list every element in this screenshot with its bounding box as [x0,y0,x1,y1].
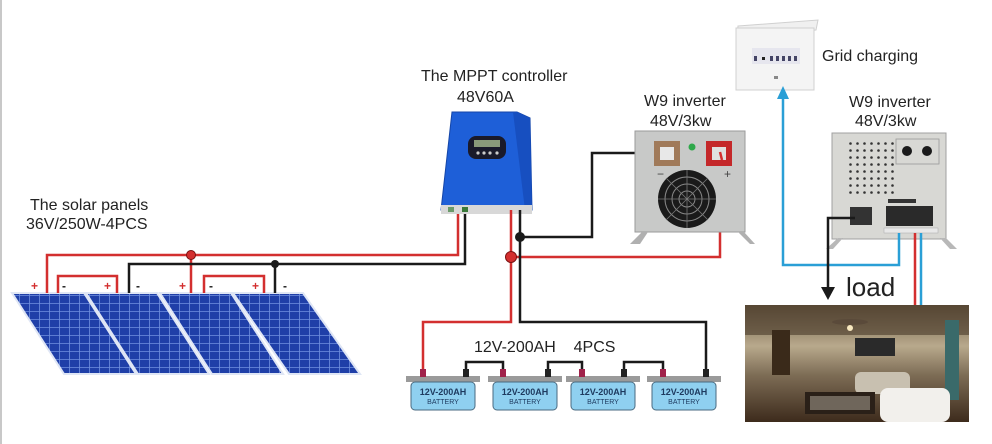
battery-type: BATTERY [668,399,700,406]
inverter2-unit [826,132,957,249]
battery-body [570,381,636,411]
inverter2-fuse-1 [902,146,912,156]
inverter2-spec: 48V/3kw [855,113,917,130]
mppt-controller [440,111,533,214]
inverter1-title: W9 inverter [644,93,726,110]
battery-positive-terminal [420,369,426,377]
battery-positive-terminal [660,369,666,377]
wire-pv-jumper-2 [202,274,266,293]
solar-panel-3 [158,292,285,375]
wire-pv-negative [127,210,467,293]
grid-arrow-icon [777,86,789,99]
load-room-photo [745,305,969,422]
image-border [0,0,2,444]
terminal-plus-2: + [104,279,111,293]
battery-series-jumpers [464,360,665,373]
inverter1-spec: 48V/3kw [650,113,712,130]
inverter2-ac-socket [850,207,872,225]
battery-jumper-3 [622,360,665,373]
junction-pv-positive [186,250,196,260]
battery-bank: 12V-200AHBATTERY12V-200AHBATTERY12V-200A… [406,369,721,411]
battery-rating: 12V-200AH [420,387,467,397]
terminal-minus-1: - [62,279,66,293]
battery-positive-terminal [500,369,506,377]
inverter1-status-led [688,143,696,151]
pv-wiring [45,210,467,293]
battery-body [651,381,717,411]
terminal-minus-3: - [209,279,213,293]
battery-negative-terminal [703,369,709,377]
wire-grid-feed [781,96,901,267]
load-label: load [846,272,896,302]
grid-charging-label: Grid charging [822,48,919,65]
battery-rating: 12V-200AH [502,387,549,397]
battery-3: 12V-200AH BATTERY [566,369,640,411]
battery-lid [406,376,480,382]
mppt-spec: 48V60A [457,89,514,106]
battery-jumper-1 [464,360,505,373]
junction-dc-positive [505,251,517,263]
solar-panel-2 [84,292,211,375]
battery-type: BATTERY [509,399,541,406]
battery-lid [488,376,562,382]
solar-panels-spec: 36V/250W-4PCS [26,216,148,233]
solar-panel-4 [231,292,362,375]
mppt-title: The MPPT controller [421,68,568,85]
ac-wiring [781,96,923,305]
wire-battery-negative [518,210,708,373]
battery-1: 12V-200AH BATTERY [406,369,480,411]
battery-rating: 12V-200AH [580,387,627,397]
panel-terminals: + - + - + - + - [31,279,287,293]
load-arrow-icon [821,287,835,300]
wire-battery-positive [421,210,513,373]
wire-pv-jumper-1 [56,274,119,293]
mppt-display-panel [468,136,506,159]
battery-group-label: 12V-200AH 4PCS [474,339,616,356]
wire-load-feed [826,216,855,290]
battery-negative-terminal [621,369,627,377]
battery-2: 12V-200AH BATTERY [488,369,562,411]
wire-inverter-positive-lead [718,151,724,161]
battery-lid [566,376,640,382]
terminal-minus-2: - [136,279,140,293]
terminal-plus-4: + [252,279,259,293]
grid-breaker-box [735,19,819,91]
wire-pv-positive [45,210,460,293]
battery-negative-terminal [545,369,551,377]
wire-inverter-negative [520,151,664,239]
battery-rating: 12V-200AH [661,387,708,397]
inverter2-vent [846,142,895,198]
battery-negative-terminal [463,369,469,377]
terminal-minus-4: - [283,279,287,293]
battery-jumper-2 [546,360,584,373]
svg-text:+: + [724,167,731,181]
battery-lid [647,376,721,382]
solar-panels-title: The solar panels [30,197,149,214]
inverter1-unit: − + [630,130,755,244]
battery-4: 12V-200AH BATTERY [647,369,721,411]
solar-panel-1 [10,292,138,375]
svg-text:−: − [657,167,664,181]
junction-pv-negative [271,260,279,268]
battery-body [492,381,558,411]
battery-type: BATTERY [427,399,459,406]
mppt-lcd [474,140,500,147]
battery-body [410,381,476,411]
inverter2-fuse-2 [922,146,932,156]
inverter2-title: W9 inverter [849,94,931,111]
terminal-plus-3: + [179,279,186,293]
terminal-plus-1: + [31,279,38,293]
battery-positive-terminal [579,369,585,377]
battery-type: BATTERY [587,399,619,406]
junction-dc-negative [515,232,525,242]
solar-panel-array [10,292,362,375]
